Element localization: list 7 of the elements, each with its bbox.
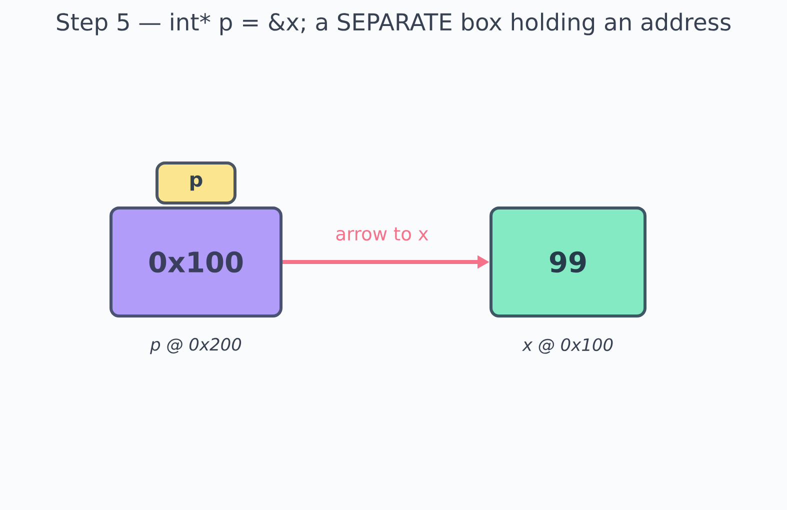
name-tag: p	[156, 162, 236, 204]
memory-box: 99	[490, 206, 647, 318]
address-label: x @ 0x100	[522, 338, 613, 354]
title: Step 5 — int* p = &x; a SEPARATE box holding an address	[57, 12, 730, 36]
address-label: p @ 0x200	[150, 338, 242, 354]
memory-box: 0x100	[110, 206, 282, 318]
edge-label: arrow to x	[334, 226, 430, 242]
